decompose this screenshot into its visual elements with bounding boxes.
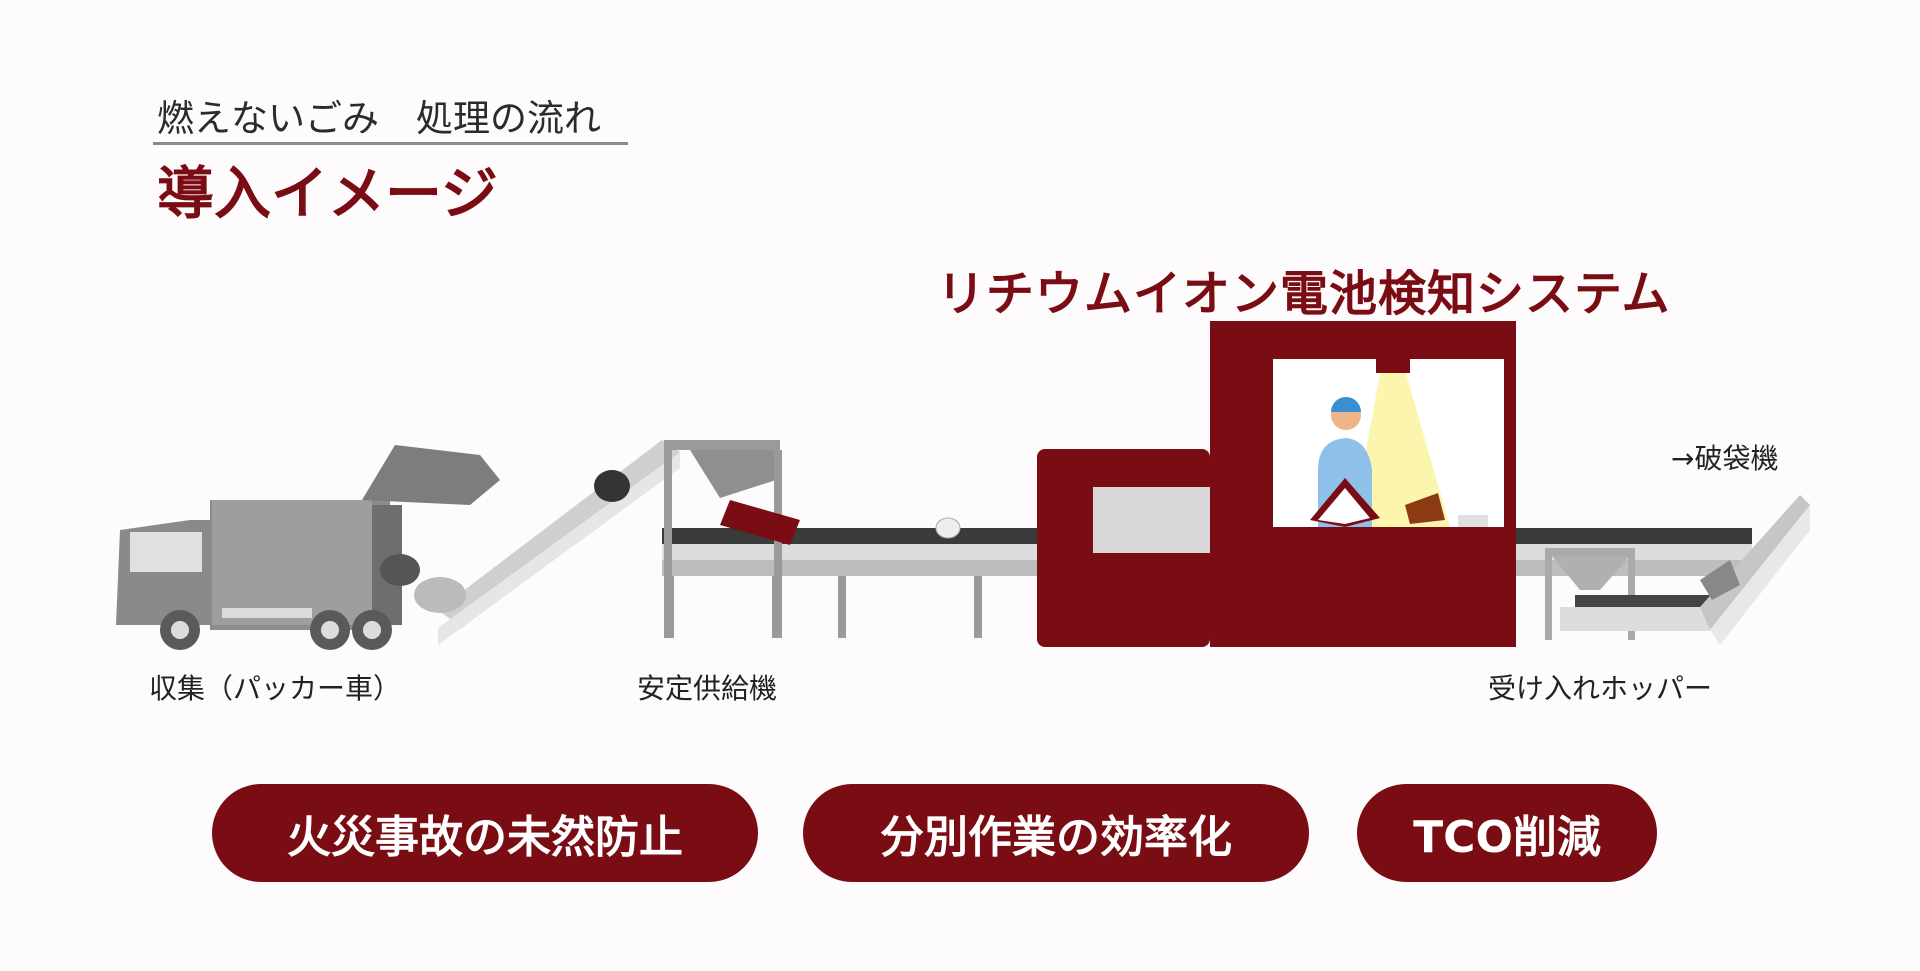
benefit-tco-reduction: TCO削減 (1357, 784, 1657, 882)
divider (153, 142, 628, 145)
system-title: リチウムイオン電池検知システム (937, 266, 1671, 322)
packer-truck-illustration (116, 445, 500, 650)
benefit-fire-prevention: 火災事故の未然防止 (212, 784, 758, 882)
detection-machine (1037, 321, 1516, 647)
label-packer-truck: 収集（パッカー車） (149, 672, 402, 705)
benefit-sorting-efficiency: 分別作業の効率化 (803, 784, 1309, 882)
label-feeder: 安定供給機 (637, 672, 778, 705)
section-subtitle: 燃えないごみ 処理の流れ (157, 97, 601, 140)
page-title: 導入イメージ (157, 161, 498, 227)
label-hopper: 受け入れホッパー (1488, 672, 1713, 705)
label-bag-breaker: →破袋機 (1671, 442, 1779, 475)
feeder-machine (438, 440, 800, 645)
hopper-machine (1545, 495, 1810, 645)
